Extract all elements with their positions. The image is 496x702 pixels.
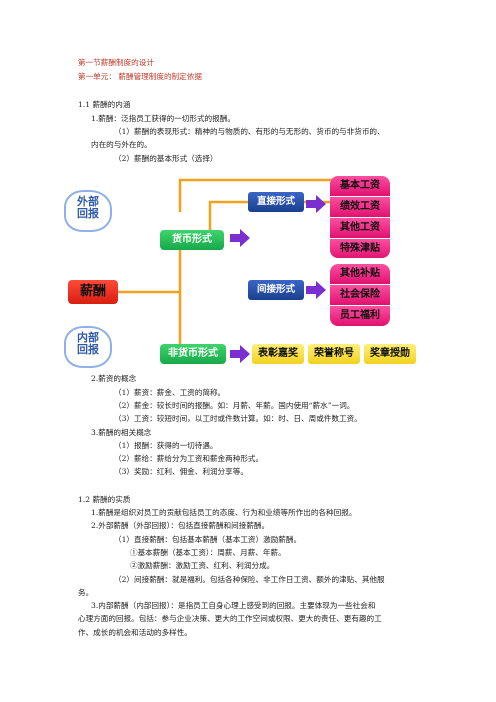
arrow-right-icon	[306, 195, 326, 213]
salary-box: 薪酬	[68, 280, 118, 304]
paragraph-line: 3.薪酬的相关概念	[91, 428, 152, 437]
indirect-items-stack: 其他补贴 社会保险 员工福利	[330, 264, 390, 326]
external-reward-cloud: 外部 回报	[64, 190, 112, 232]
direct-item: 绩效工资	[330, 197, 390, 218]
paragraph-line: 心理方面的回报。包括：参与企业决策、更大的工作空间或权限、更大的责任、更有趣的工	[78, 614, 382, 623]
direct-item: 特殊津贴	[330, 239, 390, 258]
paragraph-line: 2.薪资的概念	[91, 374, 137, 383]
indirect-item: 社会保险	[330, 285, 390, 306]
non-monetary-form-box: 非货币形式	[160, 344, 226, 364]
non-monetary-item: 荣誉称号	[308, 344, 360, 364]
paragraph-line: 务。	[78, 588, 94, 597]
paragraph-line: （1）薪酬的表现形式：精神的与物质的、有形的与无形的、货币的与非货币的、	[114, 127, 385, 136]
paragraph-line: （1）薪资：薪金、工资的简称。	[114, 388, 226, 397]
arrow-right-icon	[230, 345, 250, 363]
paragraph-line: （2）薪给：薪给分为工资和薪金两种形式。	[114, 454, 264, 463]
paragraph-line: （2）间接薪酬：就是福利。包括各种保险、非工作日工资、额外的津贴、其他服	[114, 575, 385, 584]
subsection-title-1-1: 1.1 薪酬的内涵	[78, 100, 131, 109]
direct-items-stack: 基本工资 绩效工资 其他工资 特殊津贴	[330, 176, 390, 258]
external-reward-label: 外部 回报	[77, 195, 99, 220]
internal-reward-label: 内部 回报	[77, 331, 99, 356]
paragraph-line: 1.薪酬：泛指员工获得的一切形式的报酬。	[91, 114, 235, 123]
connector-line	[172, 242, 182, 292]
unit-title: 第一单元： 薪酬管理制度的制定依据	[78, 72, 202, 81]
monetary-form-box: 货币形式	[160, 230, 224, 250]
indirect-form-box: 间接形式	[248, 280, 304, 300]
paragraph-line: （1）直接薪酬：包括基本薪酬（基本工资）激励薪酬。	[114, 535, 302, 544]
salary-forms-diagram: 外部 回报 内部 回报 薪酬 货币形式 非货币形式 直接形式 间接形式 基本工资…	[60, 172, 440, 368]
paragraph-line: 1.薪酬是组织对员工的贡献包括员工的态度、行为和业绩等所作出的各种回报。	[91, 508, 357, 517]
paragraph-line: 作、成长的机会和活动的多样性。	[78, 628, 192, 637]
direct-item: 其他工资	[330, 218, 390, 239]
non-monetary-item: 奖章授勋	[364, 344, 416, 364]
direct-item: 基本工资	[330, 176, 390, 197]
arrow-right-icon	[230, 229, 250, 247]
internal-reward-cloud: 内部 回报	[64, 326, 112, 368]
connector-line	[178, 178, 360, 212]
paragraph-line: ①基本薪酬（基本工资）：周薪、月薪、年薪。	[130, 548, 286, 557]
direct-form-box: 直接形式	[248, 192, 304, 212]
paragraph-line: ②激励薪酬：激励工资、红利、利润分成。	[130, 561, 275, 570]
paragraph-line: （2）薪金：较长时间的报酬。如：月薪、年薪。国内使用“薪水”一词。	[114, 401, 355, 410]
paragraph-line: （3）奖励：红利、佣金、利润分享等。	[114, 467, 248, 476]
paragraph-line: （2）薪酬的基本形式（选择）	[114, 154, 218, 163]
indirect-item: 员工福利	[330, 306, 390, 326]
subsection-title-1-2: 1.2 薪酬的实质	[78, 495, 131, 504]
non-monetary-item: 表彰嘉奖	[252, 344, 304, 364]
arrow-right-icon	[306, 281, 326, 299]
indirect-item: 其他补贴	[330, 264, 390, 285]
paragraph-line: 内在的与外在的。	[91, 140, 152, 149]
paragraph-line: 3.内部薪酬（内部回报）：是指员工自身心理上感受到的回报。主要体现为一些社会和	[91, 601, 376, 610]
section-title: 第一节薪酬制度的设计	[78, 58, 154, 67]
paragraph-line: （1）报酬：获得的一切待遇。	[114, 441, 218, 450]
paragraph-line: （3）工资：较短时间，以工时或件数计算。如：时、日、周或件数工资。	[114, 414, 362, 423]
paragraph-line: 2.外部薪酬（外部回报）：包括直接薪酬和间接薪酬。	[91, 521, 270, 530]
